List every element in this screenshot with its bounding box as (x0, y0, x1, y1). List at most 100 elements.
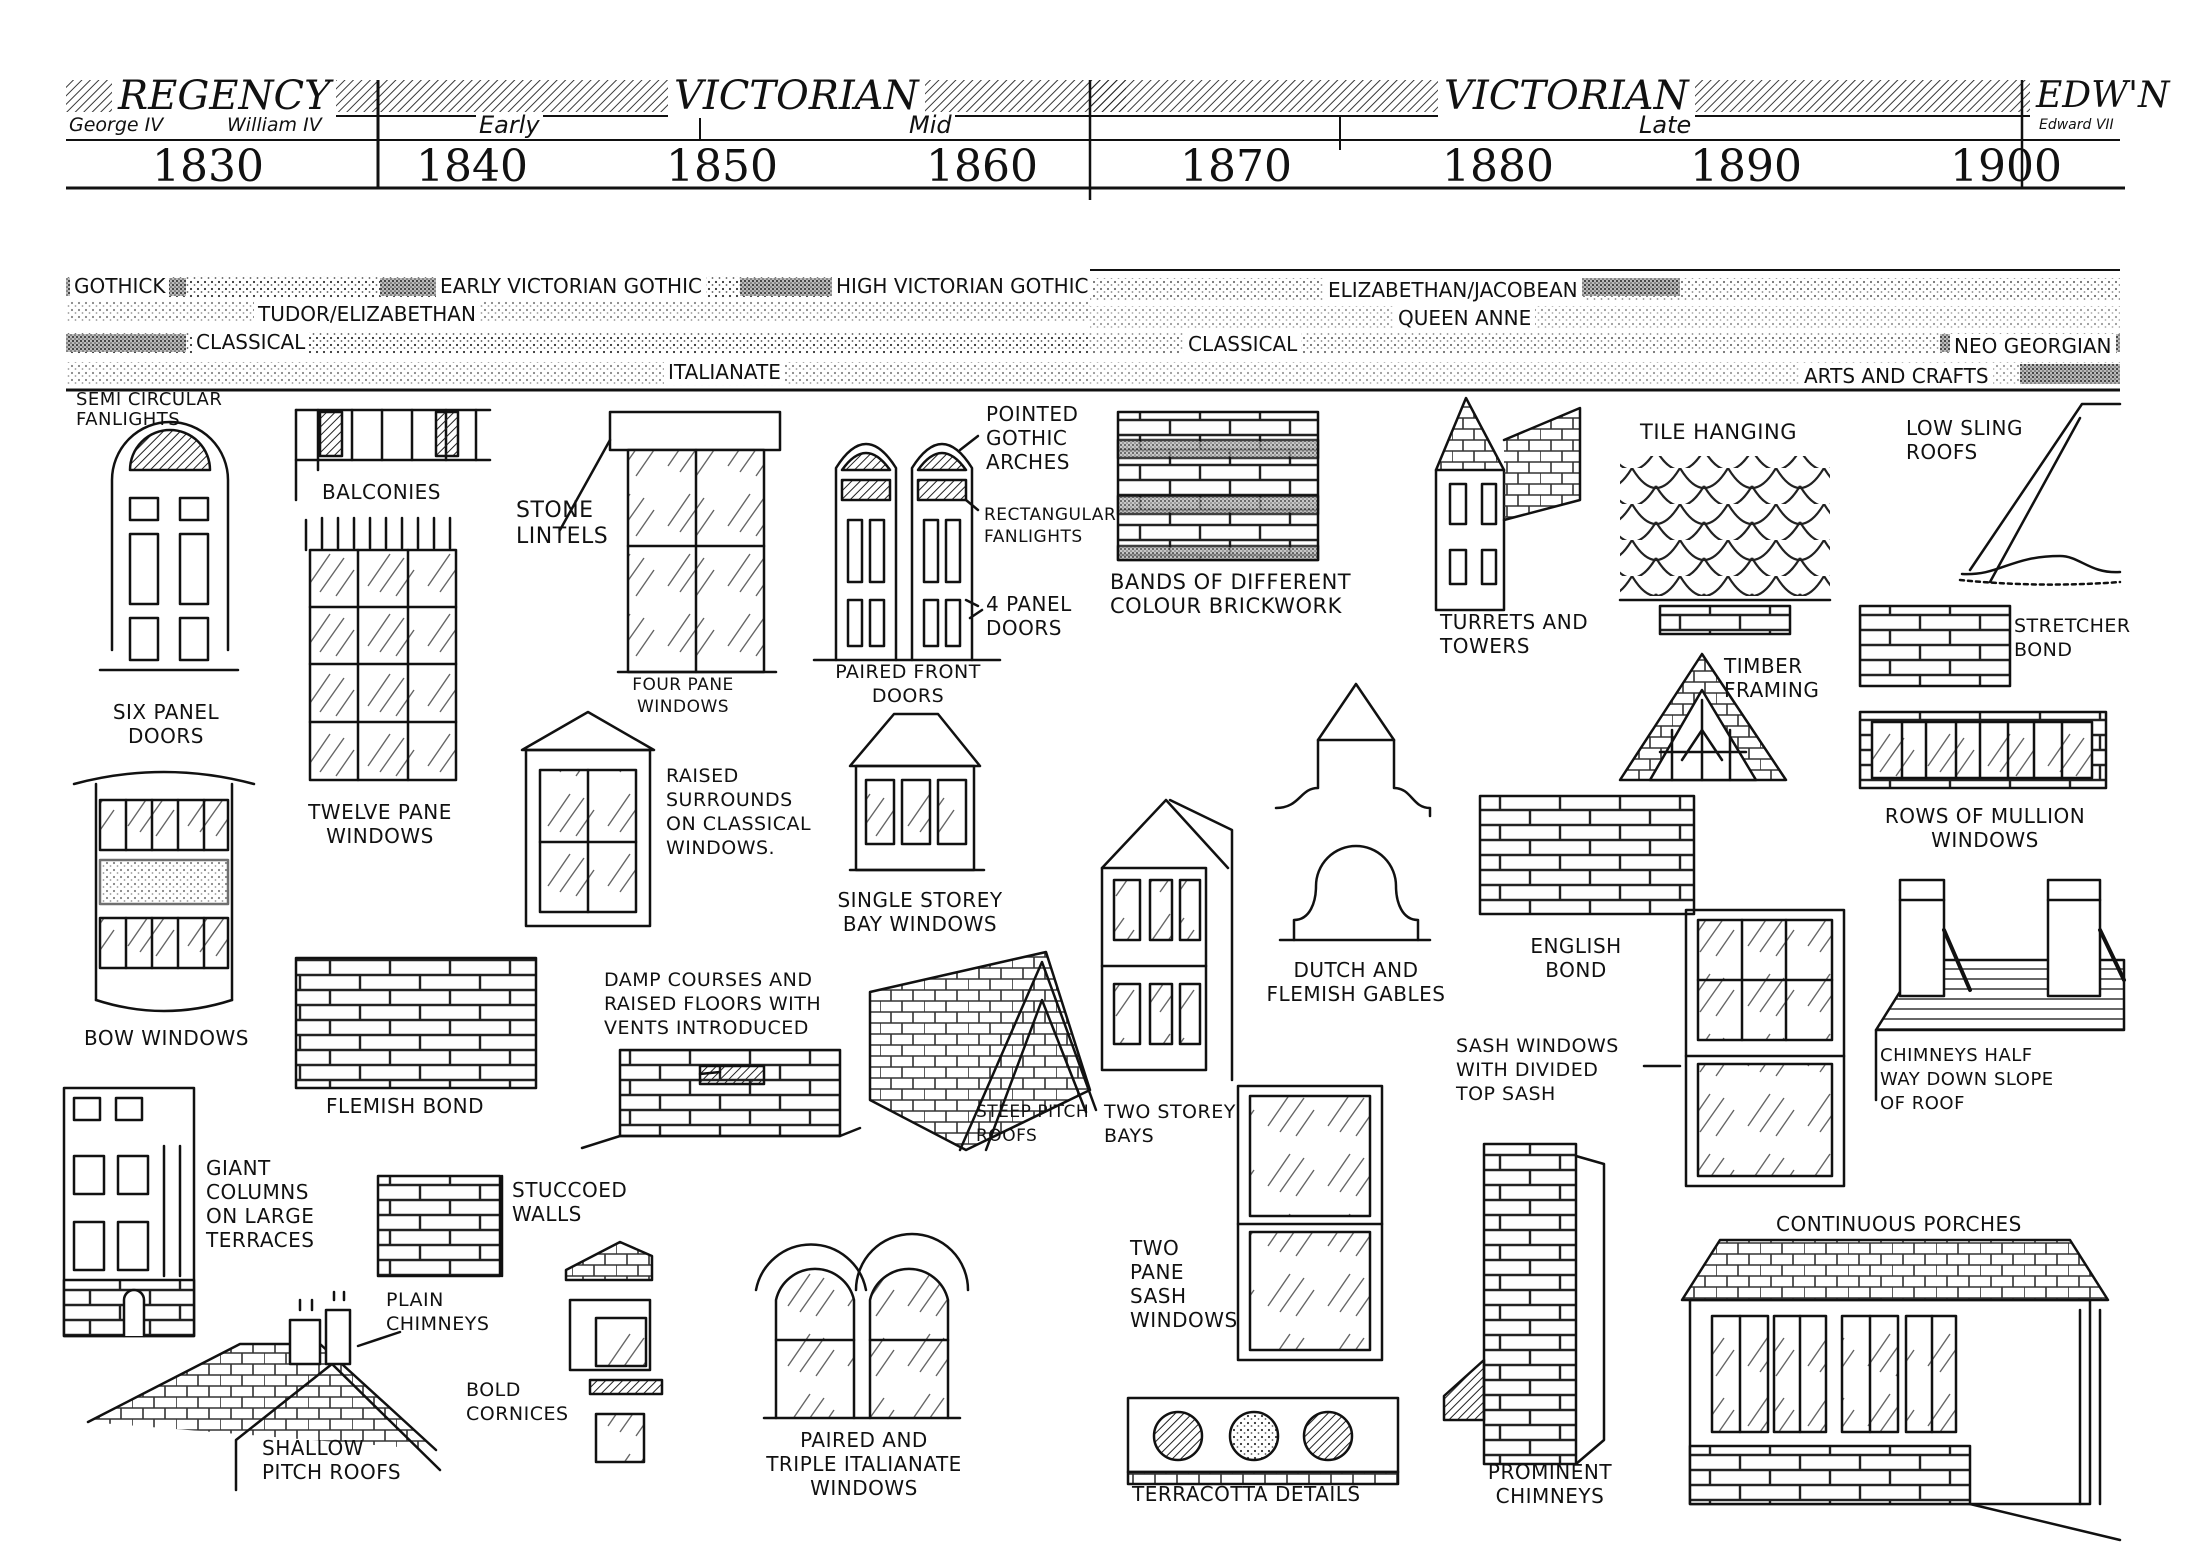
label-stretcher-bond: STRETCHER BOND (2014, 615, 2131, 661)
label-single-storey-bay-windows: SINGLE STOREY BAY WINDOWS (837, 888, 1003, 936)
bow-windows-illustration (72, 770, 256, 1013)
style-arts-and-crafts: ARTS AND CRAFTS (1800, 364, 1993, 388)
stretcher-bond-illustration (1858, 604, 2012, 688)
giant-columns-terrace-illustration (62, 1086, 196, 1338)
label-four-pane-windows: FOUR PANE WINDOWS (632, 675, 734, 717)
label-plain-chimneys: PLAIN CHIMNEYS (386, 1289, 490, 1335)
label-bold-cornices: BOLD CORNICES (466, 1379, 569, 1425)
reign-edward-vii: Edward VII (2036, 114, 2117, 136)
balconies-illustration (294, 408, 492, 502)
reign-william-iv: William IV (224, 114, 325, 136)
phase-late: Late (1636, 113, 1695, 137)
phase-mid: Mid (906, 113, 955, 137)
label-english-bond: ENGLISH BOND (1530, 934, 1622, 982)
year-1830: 1830 (152, 141, 264, 192)
flemish-bond-illustration (294, 956, 538, 1090)
label-pointed-gothic-arches: POINTED GOTHIC ARCHES (986, 402, 1079, 474)
single-storey-bay-window-illustration (848, 712, 986, 872)
label-semi-circular-fanlights: SEMI CIRCULAR FANLIGHTS (76, 389, 223, 430)
four-pane-window-illustration (558, 410, 782, 674)
paired-italianate-windows-illustration (754, 1232, 970, 1420)
label-tile-hanging: TILE HANGING (1640, 420, 1797, 444)
label-sash-windows-divided-top: SASH WINDOWS WITH DIVIDED TOP SASH (1456, 1035, 1619, 1105)
label-dutch-flemish-gables: DUTCH AND FLEMISH GABLES (1266, 958, 1446, 1006)
style-classical-early: CLASSICAL (192, 330, 310, 354)
label-flemish-bond: FLEMISH BOND (326, 1094, 485, 1118)
label-balconies: BALCONIES (322, 480, 441, 504)
bands-of-brickwork-illustration (1116, 410, 1320, 562)
label-two-pane-sash-windows: TWO PANE SASH WINDOWS (1130, 1236, 1238, 1332)
prominent-chimneys-illustration (1442, 1142, 1606, 1466)
paired-gothic-doors-illustration (812, 434, 1002, 662)
year-1890: 1890 (1690, 141, 1802, 192)
label-continuous-porches: CONTINUOUS PORCHES (1776, 1212, 2022, 1236)
label-steep-pitch-roofs: STEEP PITCH ROOFS (976, 1102, 1090, 1146)
dutch-gable-illustration (1274, 682, 1432, 942)
phase-early: Early (476, 113, 543, 137)
label-raised-surrounds: RAISED SURROUNDS ON CLASSICAL WINDOWS. (666, 765, 812, 859)
year-1840: 1840 (416, 141, 528, 192)
label-shallow-pitch-roofs: SHALLOW PITCH ROOFS (262, 1436, 402, 1484)
shallow-pitch-roof-illustration (86, 1290, 442, 1492)
damp-course-wall-illustration (580, 1048, 862, 1150)
tile-hanging-illustration (1618, 456, 1832, 636)
label-two-storey-bays: TWO STOREY BAYS (1104, 1101, 1236, 1147)
style-elizabethan-jacobean: ELIZABETHAN/JACOBEAN (1324, 278, 1582, 302)
style-high-victorian-gothic: HIGH VICTORIAN GOTHIC (832, 274, 1093, 298)
style-italianate: ITALIANATE (664, 360, 785, 384)
label-giant-columns: GIANT COLUMNS ON LARGE TERRACES (206, 1156, 315, 1252)
style-gothick: GOTHICK (70, 274, 170, 298)
sash-window-divided-top-illustration (1642, 908, 1846, 1188)
label-bands-of-brickwork: BANDS OF DIFFERENT COLOUR BRICKWORK (1110, 570, 1352, 618)
label-paired-front-doors: PAIRED FRONT DOORS (835, 661, 981, 707)
year-1870: 1870 (1180, 141, 1292, 192)
label-4-panel-doors: 4 PANEL DOORS (986, 592, 1072, 640)
stuccoed-walls-illustration (376, 1174, 504, 1278)
timber-framing-illustration (1618, 652, 1788, 782)
label-bow-windows: BOW WINDOWS (84, 1026, 249, 1050)
timeline-header (66, 80, 2125, 200)
label-paired-triple-italianate: PAIRED AND TRIPLE ITALIANATE WINDOWS (766, 1428, 962, 1500)
era-victorian-late: VICTORIAN (1438, 74, 1695, 118)
label-rows-of-mullion-windows: ROWS OF MULLION WINDOWS (1884, 804, 2086, 852)
label-turrets-and-towers: TURRETS AND TOWERS (1440, 610, 1589, 658)
style-queen-anne: QUEEN ANNE (1394, 306, 1536, 330)
style-early-victorian-gothic: EARLY VICTORIAN GOTHIC (436, 274, 706, 298)
reign-george-iv: George IV (66, 114, 167, 136)
two-storey-bay-illustration (1100, 798, 1234, 1082)
raised-surrounds-window-illustration (520, 710, 656, 928)
label-six-panel-doors: SIX PANEL DOORS (112, 700, 220, 748)
turrets-and-towers-illustration (1434, 396, 1582, 612)
year-1880: 1880 (1442, 141, 1554, 192)
semi-circular-fanlight-house-illustration (98, 420, 240, 672)
label-stone-lintels: STONE LINTELS (516, 498, 609, 549)
label-prominent-chimneys: PROMINENT CHIMNEYS (1487, 1460, 1613, 1508)
continuous-porches-illustration (1680, 1238, 2122, 1542)
year-1900: 1900 (1950, 141, 2062, 192)
year-1860: 1860 (926, 141, 1038, 192)
two-pane-sash-window-illustration (1236, 1084, 1384, 1362)
low-sling-roof-illustration (1958, 402, 2122, 586)
rows-of-mullion-windows-illustration (1858, 710, 2108, 790)
label-damp-courses: DAMP COURSES AND RAISED FLOORS WITH VENT… (604, 969, 822, 1039)
chimneys-half-way-illustration (1874, 878, 2126, 1102)
label-low-sling-roofs: LOW SLING ROOFS (1906, 416, 2023, 464)
label-twelve-pane-windows: TWELVE PANE WINDOWS (308, 800, 452, 848)
label-chimneys-half-way: CHIMNEYS HALF WAY DOWN SLOPE OF ROOF (1880, 1045, 2054, 1114)
style-tudor-elizabethan: TUDOR/ELIZABETHAN (254, 302, 480, 326)
twelve-pane-window-illustration (304, 516, 458, 782)
terracotta-details-illustration (1126, 1396, 1400, 1486)
bold-cornices-illustration (564, 1240, 664, 1464)
label-rectangular-fanlights: RECTANGULAR FANLIGHTS (984, 505, 1117, 547)
era-regency: REGENCY (112, 74, 337, 118)
steep-pitch-roof-illustration (868, 950, 1098, 1152)
style-neo-georgian: NEO GEORGIAN (1950, 334, 2116, 358)
label-timber-framing: TIMBER FRAMING (1724, 654, 1820, 702)
era-edwardian: EDW'N (2030, 74, 2176, 118)
label-terracotta-details: TERRACOTTA DETAILS (1132, 1482, 1361, 1506)
style-classical-late: CLASSICAL (1184, 332, 1302, 356)
year-1850: 1850 (666, 141, 778, 192)
era-victorian-early-mid: VICTORIAN (668, 74, 925, 118)
